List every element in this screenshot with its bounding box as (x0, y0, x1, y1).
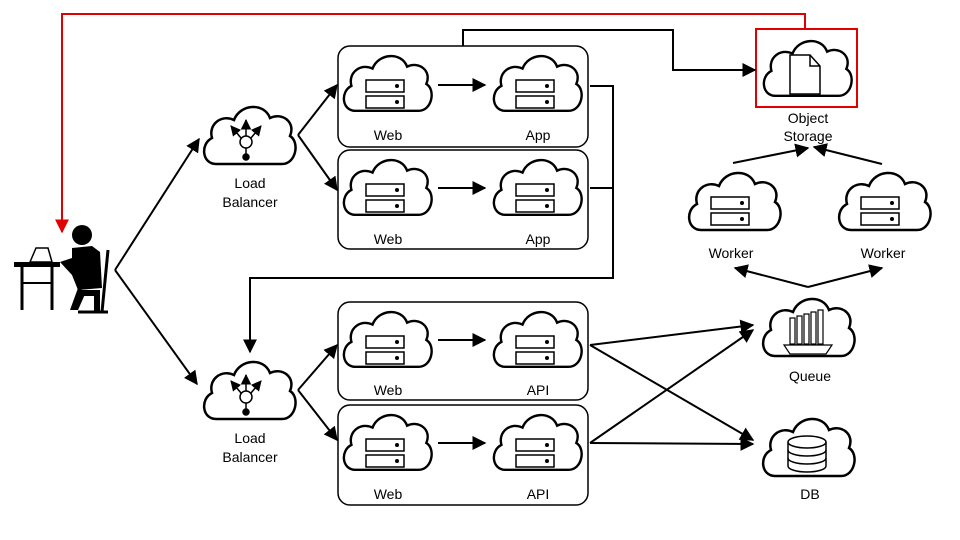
web-app-group-1: Web App (337, 45, 589, 148)
object-storage-label-2: Storage (783, 128, 832, 144)
api-label: API (527, 486, 550, 502)
db-label: DB (800, 486, 819, 502)
queue: Queue (761, 297, 856, 384)
web-label: Web (374, 127, 403, 143)
edge-worker2-storage (812, 143, 883, 165)
load-balancer-arrows-icon (230, 373, 262, 416)
load-balancer-cloud-icon (202, 105, 297, 166)
web-api-group-2: Web API (337, 404, 589, 506)
object-storage: Object Storage (762, 39, 853, 144)
file-icon (789, 54, 821, 95)
edge-user-lb-bottom (114, 269, 198, 386)
lb-top-label-2: Balancer (222, 194, 278, 210)
web-label: Web (374, 382, 403, 398)
web-api-group-1: Web API (337, 301, 589, 401)
edge-lb-top-group2 (297, 134, 338, 192)
edge-api1-queue (589, 319, 755, 346)
red-route-line (55, 13, 806, 234)
worker-right: Worker (837, 171, 932, 261)
api-label: API (527, 382, 550, 398)
app-label: App (526, 231, 551, 247)
load-balancer-bottom: Load Balancer (202, 360, 297, 465)
database-icon (787, 435, 827, 473)
worker-left: Worker (687, 171, 782, 261)
edge-lb-top-group1 (297, 83, 338, 136)
object-storage-label-1: Object (788, 110, 829, 126)
edge-queue-worker2 (807, 264, 884, 288)
load-balancer-top: Load Balancer (202, 105, 297, 210)
queue-label: Queue (789, 368, 831, 384)
db: DB (761, 417, 856, 502)
edge-lb-bottom-group4 (297, 389, 338, 442)
edge-app-bus (243, 85, 614, 354)
edge-api1-db (589, 344, 755, 441)
app-label: App (526, 127, 551, 143)
web-label: Web (374, 486, 403, 502)
queue-stack-icon (782, 309, 834, 355)
worker-label: Worker (861, 245, 906, 261)
edge-queue-worker1 (733, 264, 809, 288)
lb-top-label-1: Load (234, 175, 265, 191)
edge-api2-db (589, 436, 755, 451)
edge-worker1-storage (732, 143, 810, 164)
edge-user-lb-top (114, 137, 200, 271)
lb-bottom-label-1: Load (234, 430, 265, 446)
edge-api2-queue (589, 329, 755, 444)
lb-bottom-label-2: Balancer (222, 449, 278, 465)
edge-group1-to-storage (462, 29, 757, 77)
edge-lb-bottom-group3 (297, 343, 338, 391)
load-balancer-arrows-icon (230, 118, 262, 161)
user-at-desk-icon (14, 225, 110, 314)
web-app-group-2: Web App (337, 149, 589, 250)
load-balancer-cloud-icon (202, 360, 297, 421)
web-label: Web (374, 231, 403, 247)
worker-label: Worker (709, 245, 754, 261)
